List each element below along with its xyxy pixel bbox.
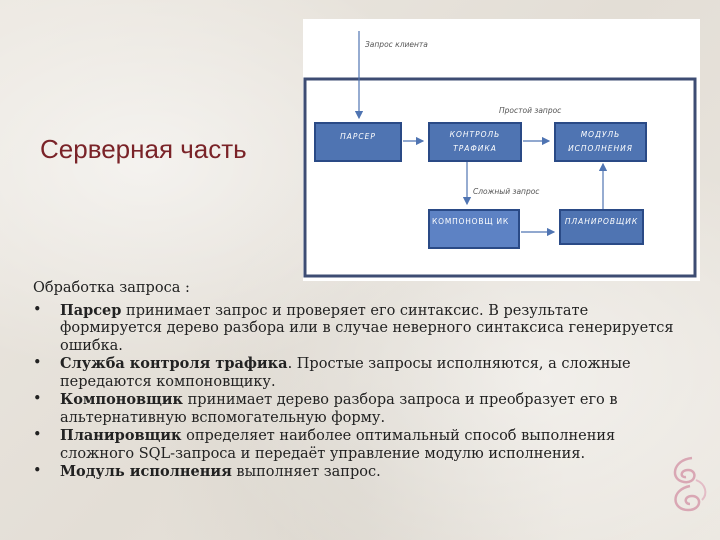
label-client-request: Запрос клиента [365, 40, 428, 49]
item-term: Компоновщик [60, 391, 184, 408]
decorative-flourish-icon [673, 456, 707, 512]
box-execution-module: МОДУЛЬ ИСПОЛНЕНИЯ [554, 122, 647, 162]
processing-lead: Обработка запроса : [33, 280, 190, 296]
item-text: принимает дерево разбора запроса и преоб… [60, 392, 618, 426]
item-text: определяет наиболее оптимальный способ в… [60, 428, 616, 462]
box-parser: ПАРСЕР [314, 122, 402, 162]
box-composer: КОМПОНОВЩ ИК [428, 209, 520, 249]
label-complex-query: Сложный запрос [473, 187, 540, 196]
item-term: Парсер [60, 301, 122, 319]
list-item: • Планировщик определяет наиболее оптимал… [33, 427, 693, 463]
bullet-marker: • [33, 355, 42, 371]
bullet-marker: • [33, 427, 42, 443]
box-traffic-label-2: ТРАФИКА [453, 144, 497, 153]
item-text: принимает запрос и проверяет его синтакс… [60, 302, 674, 354]
processing-description: Обработка запроса : • Парсер принимает за… [33, 280, 693, 482]
list-item: • Модуль исполнения выполняет запрос. [33, 463, 693, 482]
list-item: • Служба контроля трафика. Простые запрос… [33, 355, 693, 391]
item-text: . Простые запросы исполняются, а сложные… [60, 356, 631, 390]
diagram-frame [303, 77, 697, 278]
box-planner-label: ПЛАНИРОВЩИК [564, 217, 639, 226]
box-composer-label: КОМПОНОВЩ ИК [432, 217, 510, 226]
list-item: • Компоновщик принимает дерево разбора за… [33, 391, 693, 427]
diagram-connectors [303, 31, 697, 278]
bullet-marker: • [33, 463, 42, 479]
item-term: Служба контроля трафика [60, 355, 288, 372]
list-item: • Парсер принимает запрос и проверяет его… [33, 302, 693, 356]
slide-title: Серверная часть [40, 134, 247, 164]
box-traffic-label-1: КОНТРОЛЬ [449, 129, 501, 139]
box-exec-label-1: МОДУЛЬ [580, 129, 621, 139]
box-exec-label-2: ИСПОЛНЕНИЯ [568, 144, 633, 153]
box-traffic-control: КОНТРОЛЬ ТРАФИКА [428, 122, 522, 162]
box-parser-label: ПАРСЕР [340, 132, 376, 141]
server-diagram: Запрос клиента Простой запрос Сложный за… [303, 19, 700, 281]
item-term: Модуль исполнения [60, 463, 232, 480]
label-simple-query: Простой запрос [499, 106, 562, 115]
item-text: выполняет запрос. [231, 464, 381, 480]
item-term: Планировщик [60, 427, 182, 444]
bullet-marker: • [33, 301, 42, 318]
bullet-marker: • [33, 391, 42, 407]
processing-steps-list: • Парсер принимает запрос и проверяет его… [33, 302, 693, 482]
box-planner: ПЛАНИРОВЩИК [559, 209, 644, 245]
